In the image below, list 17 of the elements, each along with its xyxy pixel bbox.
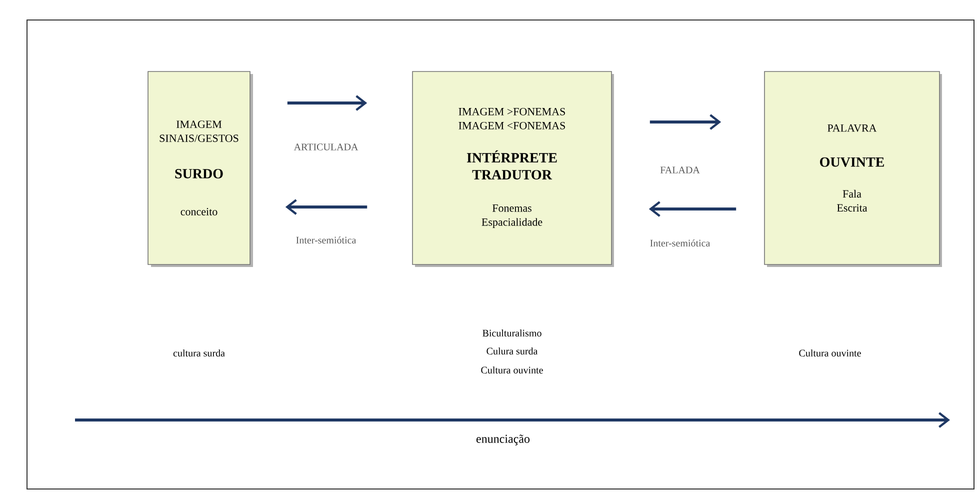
edge-label: Inter-semiótica (648, 238, 712, 248)
concept-box: IMAGEM >FONEMAS IMAGEM <FONEMAS INTÉRPRETE TRADUTOR Fonemas Espacialidade (412, 71, 612, 265)
edge-label: Inter-semiótica (294, 235, 358, 245)
edge-label: ARTICULADA (292, 142, 360, 152)
arrow (285, 199, 368, 215)
arrow (287, 95, 368, 111)
note-text: Cultura ouvinte (481, 366, 543, 374)
note-text: Culura surda (486, 347, 538, 354)
concept-box: IMAGEM SINAIS/GESTOS SURDO conceito (148, 71, 250, 265)
arrow (648, 201, 736, 217)
edge-label: FALADA (659, 166, 701, 174)
arrow (650, 114, 722, 130)
note-text: enunciação (476, 434, 530, 446)
concept-box: PALAVRA OUVINTE Fala Escrita (764, 71, 940, 265)
note-text: Cultura ouvinte (799, 349, 861, 356)
note-text: cultura surda (173, 349, 225, 356)
note-text: Biculturalismo (482, 329, 542, 336)
